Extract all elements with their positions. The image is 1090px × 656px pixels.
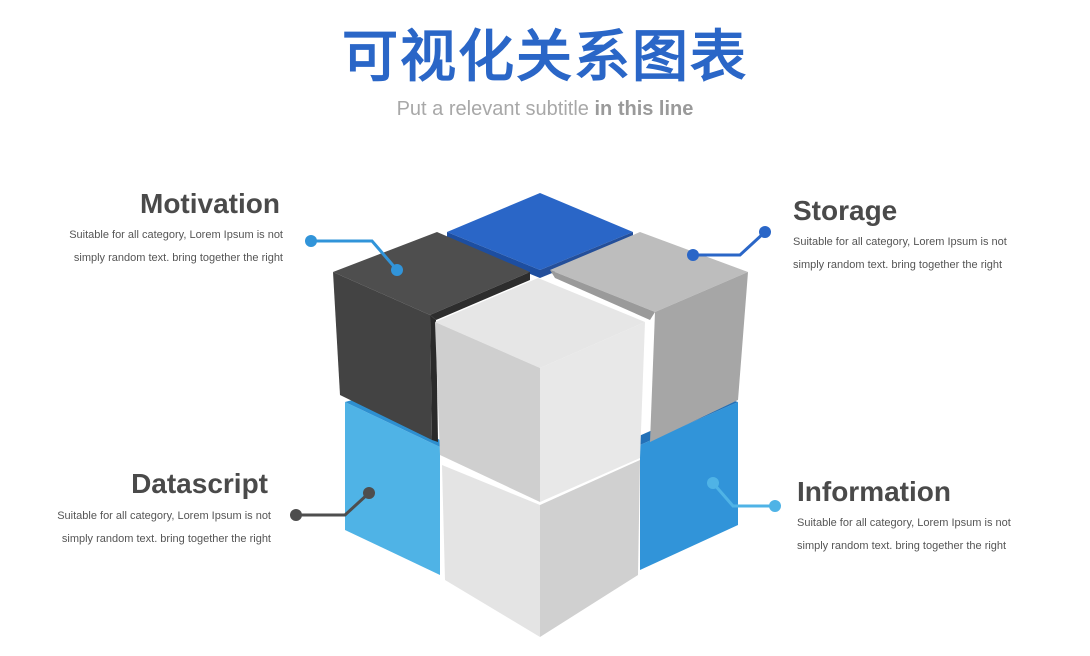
cube-front-top	[435, 278, 645, 502]
subtitle-bold: in this line	[594, 98, 694, 120]
motivation-line-1: Suitable for all category, Lorem Ipsum i…	[69, 229, 283, 241]
cube-bottom-left	[345, 398, 440, 575]
connector-information	[707, 477, 781, 512]
subtitle-regular: Put a relevant subtitle	[396, 98, 595, 120]
cube-top-left	[333, 232, 530, 442]
datascript-line-1: Suitable for all category, Lorem Ipsum i…	[57, 510, 271, 522]
storage-title: Storage	[793, 195, 898, 226]
motivation-title: Motivation	[140, 188, 280, 219]
connector-storage	[687, 226, 771, 261]
storage-description: Suitable for all category, Lorem Ipsum i…	[793, 231, 1073, 277]
datascript-description: Suitable for all category, Lorem Ipsum i…	[10, 505, 271, 551]
connector-datascript	[290, 487, 375, 521]
connector-motivation	[305, 235, 403, 276]
datascript-title: Datascript	[131, 468, 268, 499]
information-title: Information	[797, 476, 951, 507]
storage-line-2: simply random text. bring together the r…	[793, 259, 1003, 271]
datascript-line-2: simply random text. bring together the r…	[61, 533, 271, 545]
page-subtitle: Put a relevant subtitle in this line	[0, 98, 1090, 121]
information-description: Suitable for all category, Lorem Ipsum i…	[797, 512, 1082, 558]
cube-top-right	[550, 232, 748, 442]
cube-bottom-front	[442, 460, 640, 637]
motivation-description: Suitable for all category, Lorem Ipsum i…	[20, 224, 283, 270]
page-title: 可视化关系图表	[342, 25, 748, 90]
information-line-1: Suitable for all category, Lorem Ipsum i…	[797, 517, 1011, 529]
motivation-line-2: simply random text. bring together the r…	[73, 252, 283, 264]
storage-line-1: Suitable for all category, Lorem Ipsum i…	[793, 236, 1007, 248]
information-line-2: simply random text. bring together the r…	[797, 540, 1007, 552]
